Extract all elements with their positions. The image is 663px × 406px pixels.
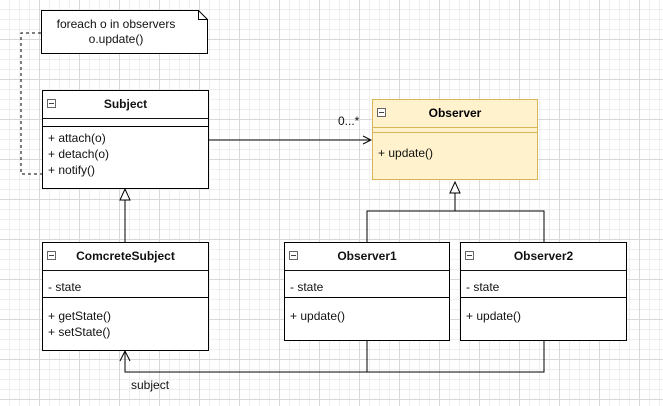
- class-concrete-subject-header[interactable]: ComcreteSubject: [43, 243, 208, 271]
- method-getstate: + getState(): [48, 309, 112, 323]
- class-observer2-methods: + update(): [461, 298, 626, 324]
- method-detach: + detach(o): [48, 147, 110, 161]
- subject-role-label: subject: [131, 378, 170, 392]
- class-observer1-header[interactable]: Observer1: [285, 243, 449, 271]
- subject-reference-line-2: [367, 341, 545, 373]
- attribute-state: - state: [48, 280, 82, 294]
- note-text: foreach o in observers o.update(): [41, 17, 191, 47]
- class-observer-attributes: [373, 128, 537, 133]
- class-observer1[interactable]: Observer1 - state + update(): [284, 242, 450, 341]
- class-observer-name: Observer: [428, 106, 482, 120]
- collapse-icon[interactable]: [465, 251, 474, 260]
- class-subject-header[interactable]: Subject: [43, 91, 208, 119]
- class-concrete-subject-name: ComcreteSubject: [76, 249, 175, 263]
- class-concrete-subject-attributes: - state: [43, 271, 208, 298]
- class-observer-header[interactable]: Observer: [373, 100, 537, 128]
- method-update: + update(): [466, 309, 522, 323]
- class-observer2-name: Observer2: [513, 249, 574, 263]
- collapse-icon[interactable]: [377, 108, 386, 117]
- note-line-1: foreach o in observers: [56, 17, 176, 31]
- class-observer1-methods: + update(): [285, 298, 449, 324]
- class-subject-attributes: [43, 119, 208, 127]
- note-anchor-line: [20, 32, 42, 175]
- note: foreach o in observers o.update(): [41, 10, 208, 54]
- class-subject[interactable]: Subject + attach(o) + detach(o) + notify…: [42, 90, 209, 189]
- note-line-2: o.update(): [88, 32, 144, 46]
- method-attach: + attach(o): [48, 131, 106, 145]
- method-setstate: + setState(): [48, 325, 111, 339]
- class-observer2-attributes: - state: [461, 271, 626, 298]
- method-update: + update(): [378, 146, 434, 160]
- class-concrete-subject-methods: + getState() + setState(): [43, 298, 208, 340]
- class-observer1-attributes: - state: [285, 271, 449, 298]
- generalization-observers-observer: [366, 193, 545, 242]
- class-subject-methods: + attach(o) + detach(o) + notify(): [43, 127, 208, 178]
- attribute-state: - state: [466, 280, 500, 294]
- class-subject-name: Subject: [103, 97, 148, 111]
- attribute-state: - state: [290, 280, 324, 294]
- class-observer2[interactable]: Observer2 - state + update(): [460, 242, 627, 341]
- multiplicity-label: 0...*: [338, 114, 360, 128]
- class-observer1-name: Observer1: [337, 249, 397, 263]
- method-update: + update(): [290, 309, 346, 323]
- subject-reference-line: [124, 341, 368, 373]
- class-concrete-subject[interactable]: ComcreteSubject - state + getState() + s…: [42, 242, 209, 351]
- generalization-arrowhead-observer: [449, 180, 461, 194]
- class-observer[interactable]: Observer + update(): [372, 99, 538, 180]
- collapse-icon[interactable]: [289, 251, 298, 260]
- subject-reference-arrowhead: [119, 349, 131, 362]
- class-observer-methods: + update(): [373, 133, 537, 161]
- collapse-icon[interactable]: [47, 99, 56, 108]
- method-notify: + notify(): [48, 163, 96, 177]
- collapse-icon[interactable]: [47, 251, 56, 260]
- class-observer2-header[interactable]: Observer2: [461, 243, 626, 271]
- note-shape: [41, 10, 208, 54]
- generalization-arrowhead-subject: [119, 187, 131, 201]
